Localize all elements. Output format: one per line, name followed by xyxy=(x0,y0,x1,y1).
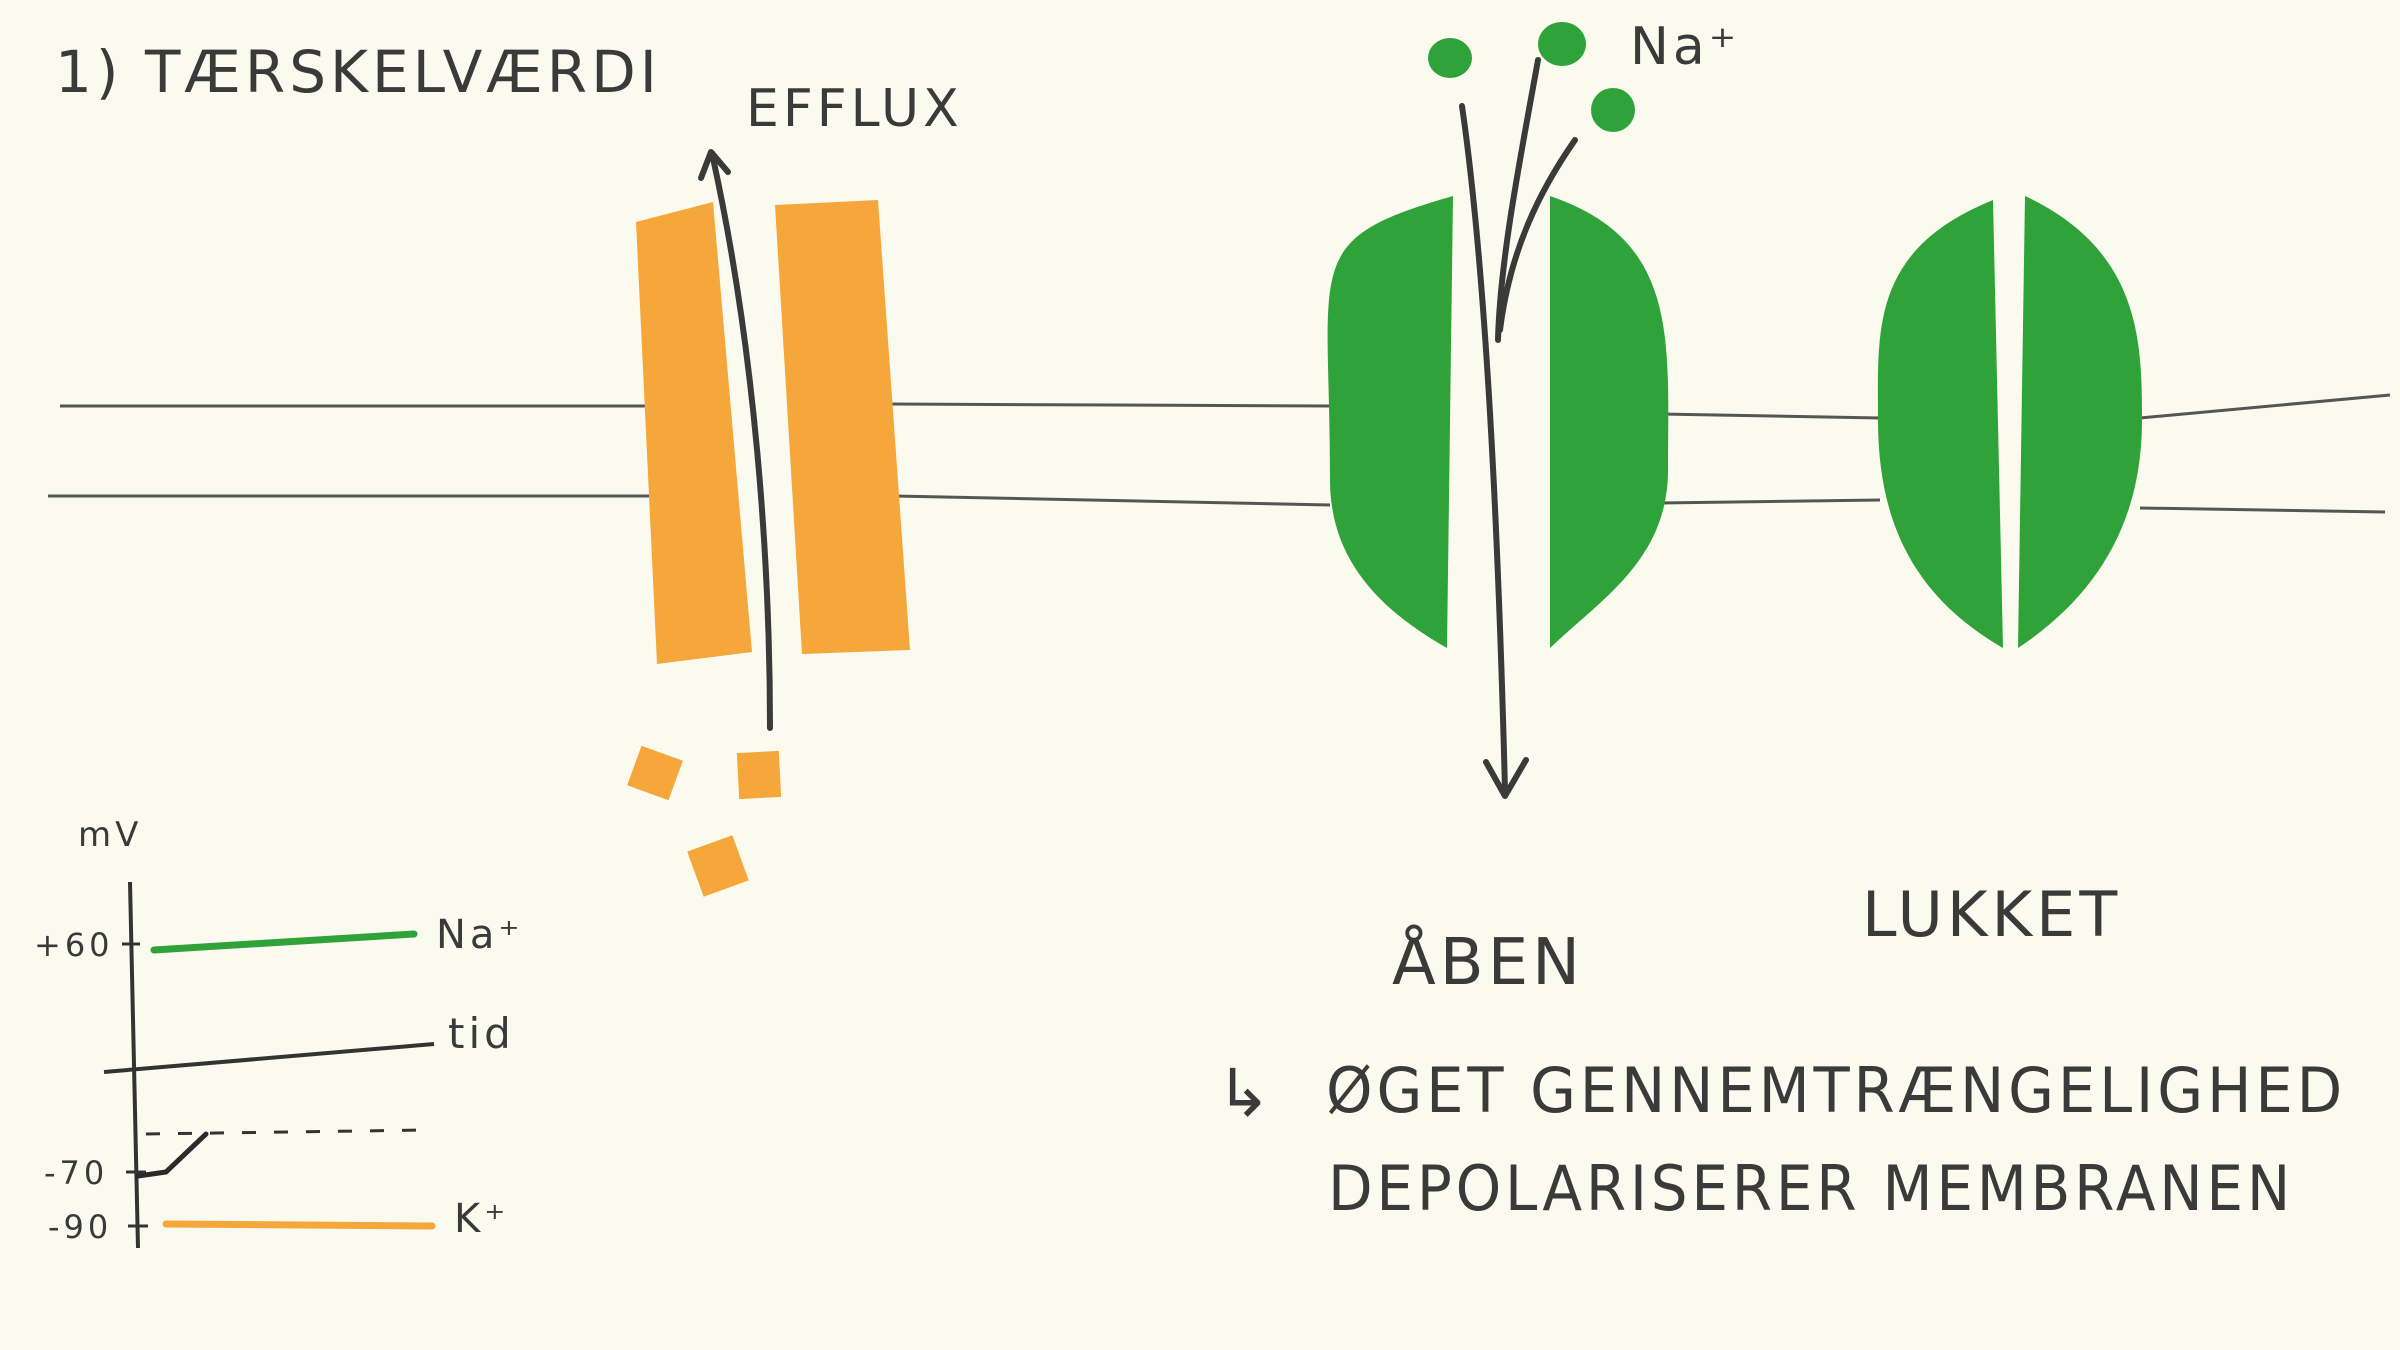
graph-potential-rise-curve xyxy=(135,1131,209,1179)
graph-time-label: tid xyxy=(448,1009,515,1058)
potassium-ion xyxy=(627,745,683,801)
graph-tick-label-plus60: +60 xyxy=(34,926,114,964)
graph-y-axis xyxy=(128,881,140,1249)
sodium-ions xyxy=(1428,22,1635,132)
graph-tick-label-minus70: -70 xyxy=(44,1154,108,1192)
channel-closed-label: LUKKET xyxy=(1862,878,2121,951)
graph-k-label: K⁺ xyxy=(454,1196,509,1242)
channel-open-label: ÅBEN xyxy=(1392,924,1584,1000)
graph-k-equilibrium-line xyxy=(162,1220,436,1230)
consequence-arrow-icon: ↳ xyxy=(1216,1055,1275,1132)
sodium-channel-closed-left-half xyxy=(1877,200,2003,648)
potassium-ions xyxy=(627,745,782,897)
potassium-channel-right-subunit xyxy=(775,200,910,654)
graph-tick-label-minus90: -90 xyxy=(48,1208,112,1246)
sodium-ion xyxy=(1591,88,1635,132)
membrane-lower-line xyxy=(48,494,2386,514)
consequence-line-1: ØGET GENNEMTRÆNGELIGHED xyxy=(1326,1054,2346,1127)
membrane-potential-graph: mV tid +60 Na⁺ -70 -90 K⁺ xyxy=(34,815,524,1249)
sodium-channel-open-left-half xyxy=(1327,196,1453,648)
potassium-ion xyxy=(736,750,782,800)
efflux-label: EFFLUX xyxy=(746,79,963,139)
potassium-ion xyxy=(687,835,749,897)
graph-y-unit: mV xyxy=(78,815,142,855)
sodium-influx-arrow xyxy=(1459,57,1578,799)
graph-threshold-dashed-line xyxy=(145,1128,429,1136)
membrane-upper-line xyxy=(60,393,2391,420)
sodium-channel-closed xyxy=(1877,196,2142,648)
diagram-title: 1) TÆRSKELVÆRDI xyxy=(55,38,661,106)
sodium-channel-open-right-half xyxy=(1550,196,1669,648)
graph-na-label: Na⁺ xyxy=(436,912,524,958)
graph-na-equilibrium-line xyxy=(150,930,418,954)
sodium-channel-open xyxy=(1327,196,1669,648)
graph-time-axis xyxy=(103,1042,435,1074)
efflux-arrow xyxy=(698,149,773,731)
potassium-channel-left-subunit xyxy=(636,202,752,664)
consequence-line-2: DEPOLARISERER MEMBRANEN xyxy=(1328,1152,2294,1225)
sodium-ion xyxy=(1428,38,1472,78)
sodium-channel-closed-right-half xyxy=(2018,196,2142,648)
sodium-ion xyxy=(1538,22,1586,66)
sodium-ion-label: Na⁺ xyxy=(1630,17,1740,77)
cell-membrane xyxy=(48,393,2391,514)
potassium-channel xyxy=(636,200,910,664)
